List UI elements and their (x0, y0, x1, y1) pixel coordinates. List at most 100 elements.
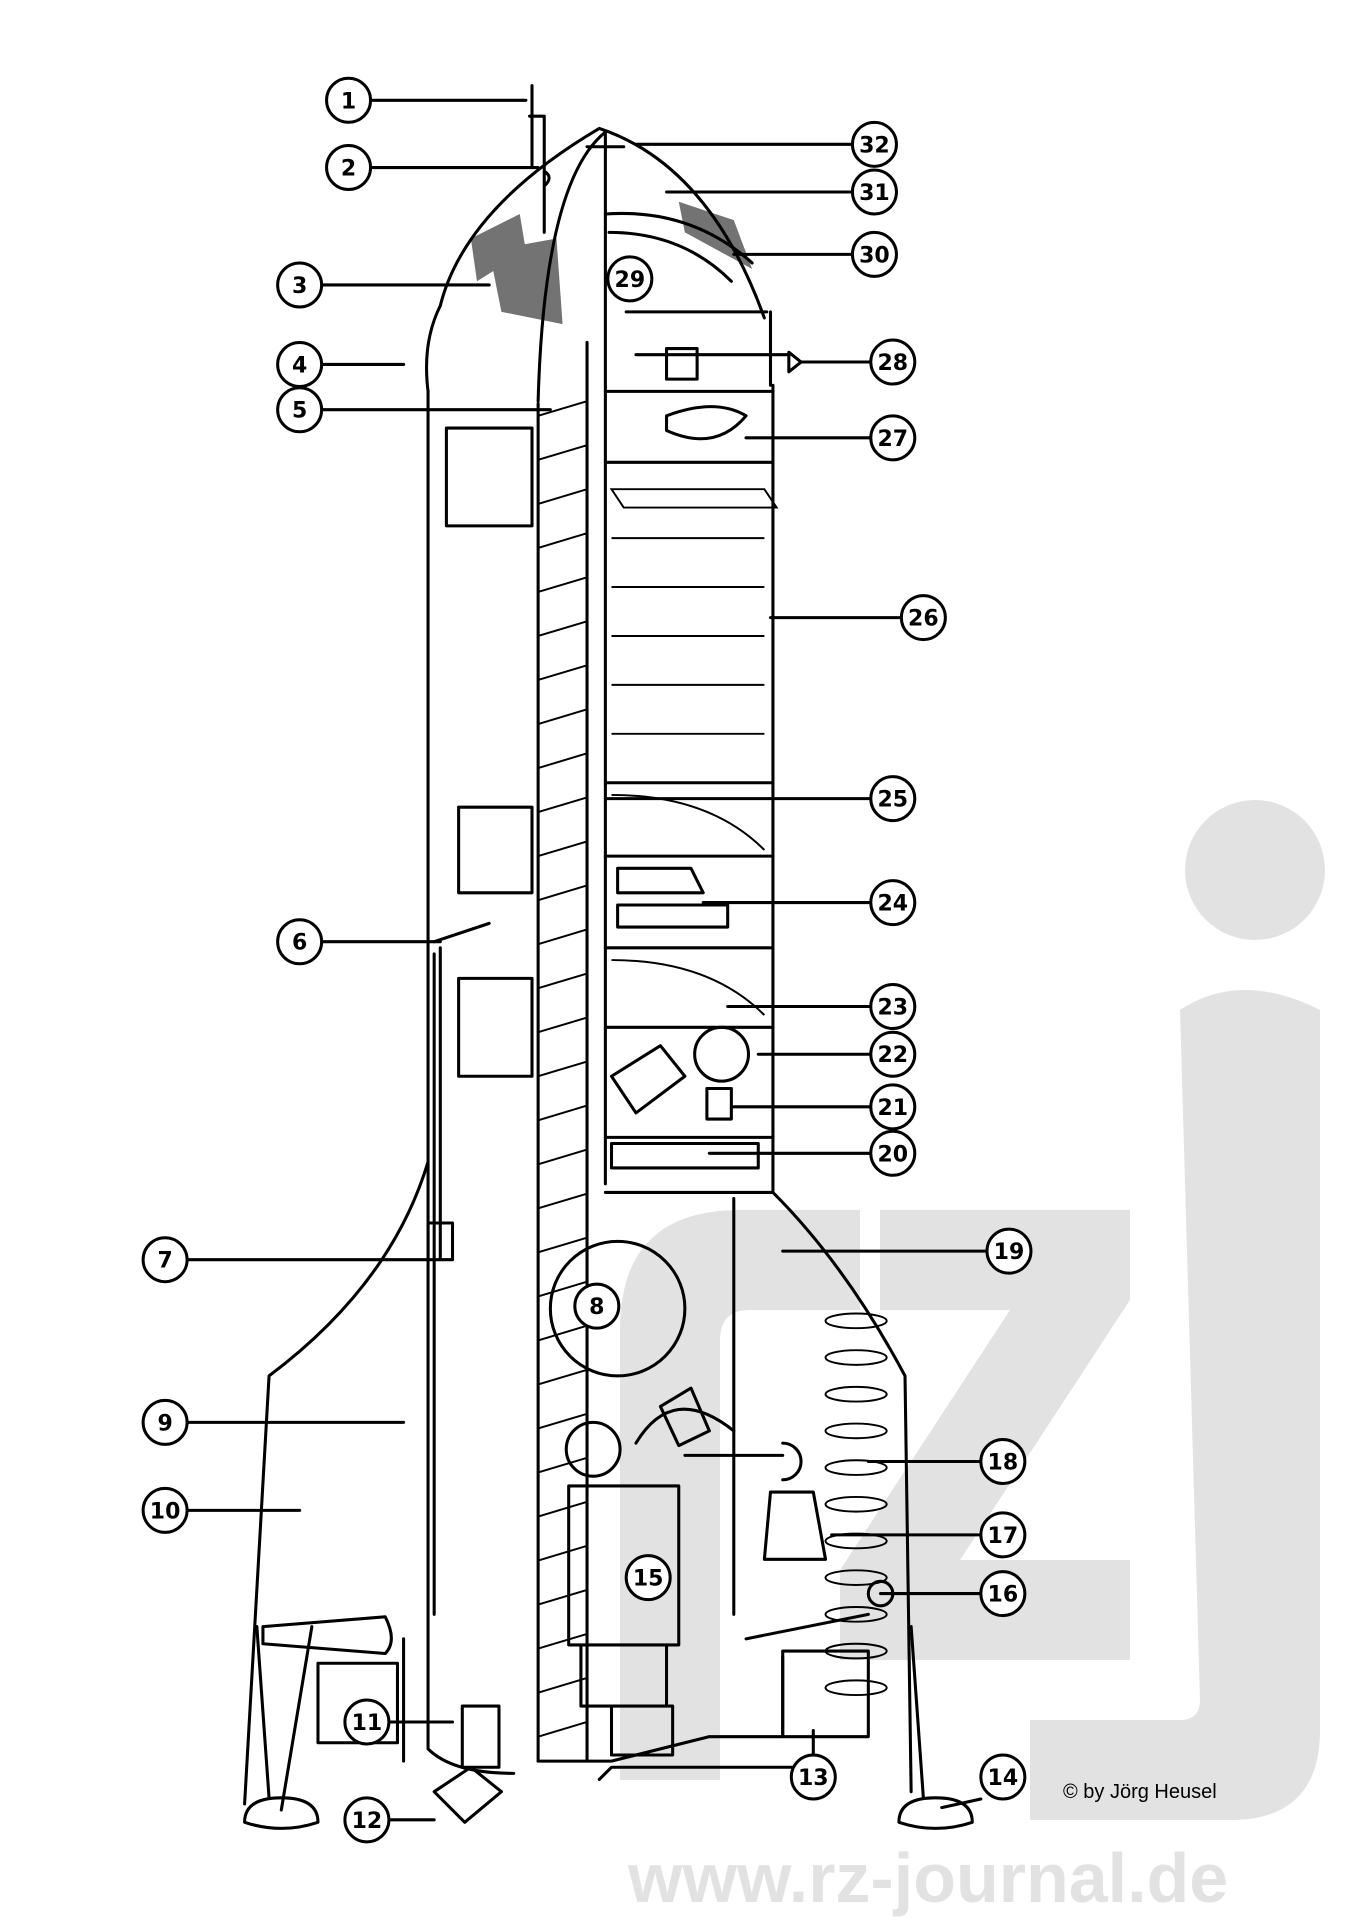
callout-number: 17 (988, 1524, 1019, 1549)
callout-16: 16 (979, 1570, 1027, 1618)
watermark-url: www.rz-journal.de (628, 1839, 1229, 1917)
callout-number: 20 (877, 1142, 908, 1167)
callout-circle (985, 1227, 1033, 1275)
inline-label-8: 8 (573, 1282, 621, 1330)
callout-9: 9 (141, 1398, 189, 1446)
callout-number: 23 (877, 996, 908, 1021)
callout-number: 12 (352, 1809, 383, 1834)
callout-circle (325, 144, 373, 192)
callout-number: 32 (859, 133, 890, 158)
callout-4: 4 (276, 340, 324, 388)
rocket-drawing (243, 84, 974, 1830)
callout-circle (869, 1129, 917, 1177)
inline-label-29: 29 (606, 255, 654, 303)
callout-10: 10 (141, 1486, 189, 1534)
inline-number: 15 (633, 1567, 664, 1592)
callout-21: 21 (869, 1083, 917, 1131)
callout-5: 5 (276, 386, 324, 434)
callout-circle (869, 879, 917, 927)
callout-circle (276, 918, 324, 966)
callout-circle (869, 983, 917, 1031)
callout-circle (869, 1030, 917, 1078)
callout-circle (276, 386, 324, 434)
callout-circle (343, 1698, 391, 1746)
callout-circle (850, 168, 898, 216)
inline-labels: 8 15 29 (573, 255, 672, 1602)
callout-number: 6 (292, 931, 307, 956)
callout-11: 11 (343, 1698, 391, 1746)
callout-24: 24 (869, 879, 917, 927)
callout-30: 30 (850, 230, 898, 278)
callout-number: 19 (994, 1240, 1025, 1265)
callout-number: 5 (292, 399, 307, 424)
callout-32: 32 (850, 120, 898, 168)
callout-31: 31 (850, 168, 898, 216)
callout-number: 26 (908, 607, 939, 632)
callout-circle (869, 1083, 917, 1131)
callout-circle (325, 76, 373, 124)
callout-19: 19 (985, 1227, 1033, 1275)
leader-line-14 (940, 1797, 983, 1810)
callout-number: 2 (341, 157, 356, 182)
callout-2: 2 (325, 144, 373, 192)
callout-number: 28 (877, 351, 908, 376)
callout-number: 27 (877, 427, 908, 452)
callout-number: 22 (877, 1043, 908, 1068)
callout-number: 21 (877, 1096, 908, 1121)
callout-circle (869, 775, 917, 823)
callout-number: 14 (988, 1766, 1019, 1791)
callout-number: 24 (877, 892, 908, 917)
callout-number: 4 (292, 353, 307, 378)
inline-label-15: 15 (624, 1554, 672, 1602)
copyright-text: © by Jörg Heusel (1063, 1781, 1217, 1803)
callout-circle (789, 1753, 837, 1801)
callout-13: 13 (789, 1753, 837, 1801)
callout-circle (141, 1486, 189, 1534)
callout-number: 18 (988, 1450, 1019, 1475)
callout-23: 23 (869, 983, 917, 1031)
callout-circle (141, 1236, 189, 1284)
callout-circle (869, 338, 917, 386)
callout-circle (276, 261, 324, 309)
callout-number: 16 (988, 1583, 1019, 1608)
inline-number: 29 (615, 268, 646, 293)
callout-circle (869, 414, 917, 462)
callout-28: 28 (869, 338, 917, 386)
callout-circle (979, 1753, 1027, 1801)
callout-14: 14 (979, 1753, 1027, 1801)
callout-26: 26 (899, 594, 947, 642)
callout-circle (979, 1437, 1027, 1485)
callout-number: 1 (341, 89, 356, 114)
callout-22: 22 (869, 1030, 917, 1078)
callout-number: 3 (292, 274, 307, 299)
callout-circle (343, 1796, 391, 1844)
callout-number: 25 (877, 788, 908, 813)
callout-circle (850, 230, 898, 278)
callout-18: 18 (979, 1437, 1027, 1485)
callout-circle (899, 594, 947, 642)
callout-number: 11 (352, 1711, 383, 1736)
leader-lines (185, 98, 989, 1822)
callout-17: 17 (979, 1511, 1027, 1559)
callout-number: 9 (157, 1411, 172, 1436)
callout-circle (850, 120, 898, 168)
callout-number: 30 (859, 243, 890, 268)
callout-number: 7 (157, 1249, 172, 1274)
callout-3: 3 (276, 261, 324, 309)
callout-20: 20 (869, 1129, 917, 1177)
callout-number: 31 (859, 181, 890, 206)
callout-7: 7 (141, 1236, 189, 1284)
callout-12: 12 (343, 1796, 391, 1844)
callout-number: 10 (150, 1499, 181, 1524)
callout-1: 1 (325, 76, 373, 124)
inline-number: 8 (589, 1295, 604, 1320)
callout-27: 27 (869, 414, 917, 462)
callout-25: 25 (869, 775, 917, 823)
callout-6: 6 (276, 918, 324, 966)
callout-circle (979, 1570, 1027, 1618)
rz-watermark-logo (620, 800, 1325, 1820)
callout-number: 13 (798, 1766, 829, 1791)
